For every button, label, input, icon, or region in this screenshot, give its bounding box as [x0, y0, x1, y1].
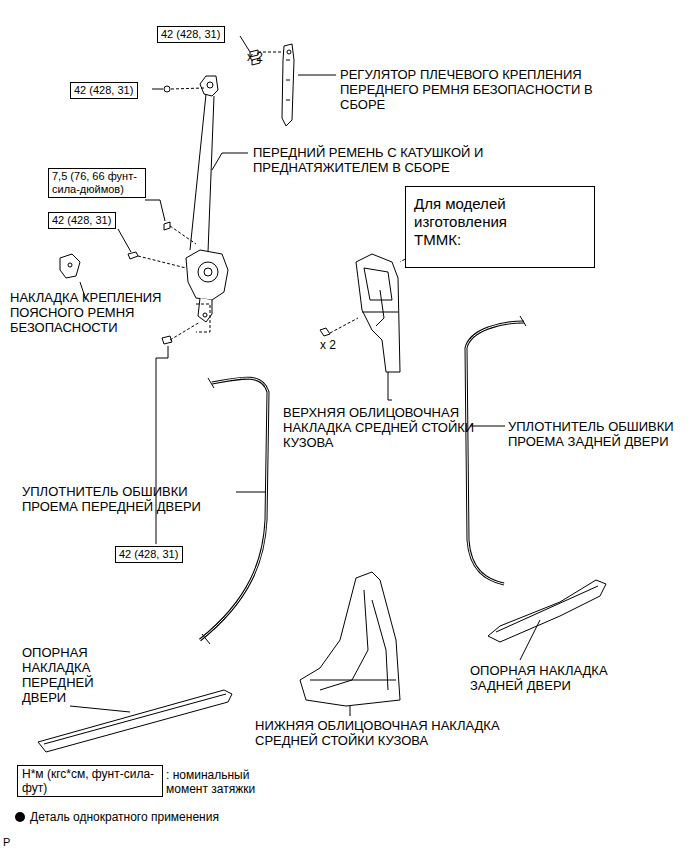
part-name: ВЕРХНЯЯ ОБЛИЦОВОЧНАЯ НАКЛАДКА СРЕДНЕЙ СТ…: [283, 405, 479, 450]
box-text: Для моделей изготовления ТММК:: [414, 195, 532, 249]
part-name: РЕГУЛЯТОР ПЛЕЧЕВОГО КРЕПЛЕНИЯ ПЕРЕДНЕГО …: [340, 67, 636, 112]
torque-box: 42 (428, 31): [157, 26, 225, 43]
box-text: 42 (428, 31): [161, 28, 221, 41]
box-text: Н*м (кгс*см, фунт-сила-фут): [22, 767, 158, 795]
part-name: ОПОРНАЯ НАКЛАДКА ЗАДНЕЙ ДВЕРИ: [470, 663, 640, 693]
torque-box: 42 (428, 31): [48, 212, 116, 229]
part-name: ПЕРЕДНИЙ РЕМЕНЬ С КАТУШКОЙ И ПРЕДНАТЯЖИТ…: [253, 145, 499, 175]
quantity-label: x 2: [247, 50, 287, 64]
torque-box: 7,5 (76, 66 фунт-сила-дюймов): [48, 168, 146, 198]
torque-box: 42 (428, 31): [115, 546, 183, 563]
note-box: Для моделей изготовления ТММК:: [405, 186, 595, 268]
part-name: ОПОРНАЯ НАКЛАДКА ПЕРЕДНЕЙ ДВЕРИ: [22, 645, 118, 705]
box-text: 42 (428, 31): [119, 548, 179, 561]
legend-text: Деталь однократного применения: [30, 810, 219, 825]
box-text: 42 (428, 31): [74, 84, 134, 97]
part-name: НИЖНЯЯ ОБЛИЦОВОЧНАЯ НАКЛАДКА СРЕДНЕЙ СТО…: [255, 718, 539, 748]
quantity-label: x 2: [320, 338, 360, 352]
part-name: НАКЛАДКА КРЕПЛЕНИЯ ПОЯСНОГО РЕМНЯ БЕЗОПА…: [10, 290, 186, 335]
part-name: УПЛОТНИТЕЛЬ ОБШИВКИ ПРОЕМА ПЕРЕДНЕЙ ДВЕР…: [22, 484, 234, 514]
torque-box: 42 (428, 31): [70, 82, 138, 99]
box-text: 7,5 (76, 66 фунт-сила-дюймов): [52, 170, 142, 196]
legend-sample: [14, 811, 26, 823]
part-name: УПЛОТНИТЕЛЬ ОБШИВКИ ПРОЕМА ЗАДНЕЙ ДВЕРИ: [508, 419, 686, 449]
box-text: 42 (428, 31): [52, 214, 112, 227]
legend-box: Н*м (кгс*см, фунт-сила-фут): [17, 765, 163, 797]
legend-note: : номинальный момент затяжки: [166, 768, 276, 796]
page-mark: P: [3, 836, 23, 849]
